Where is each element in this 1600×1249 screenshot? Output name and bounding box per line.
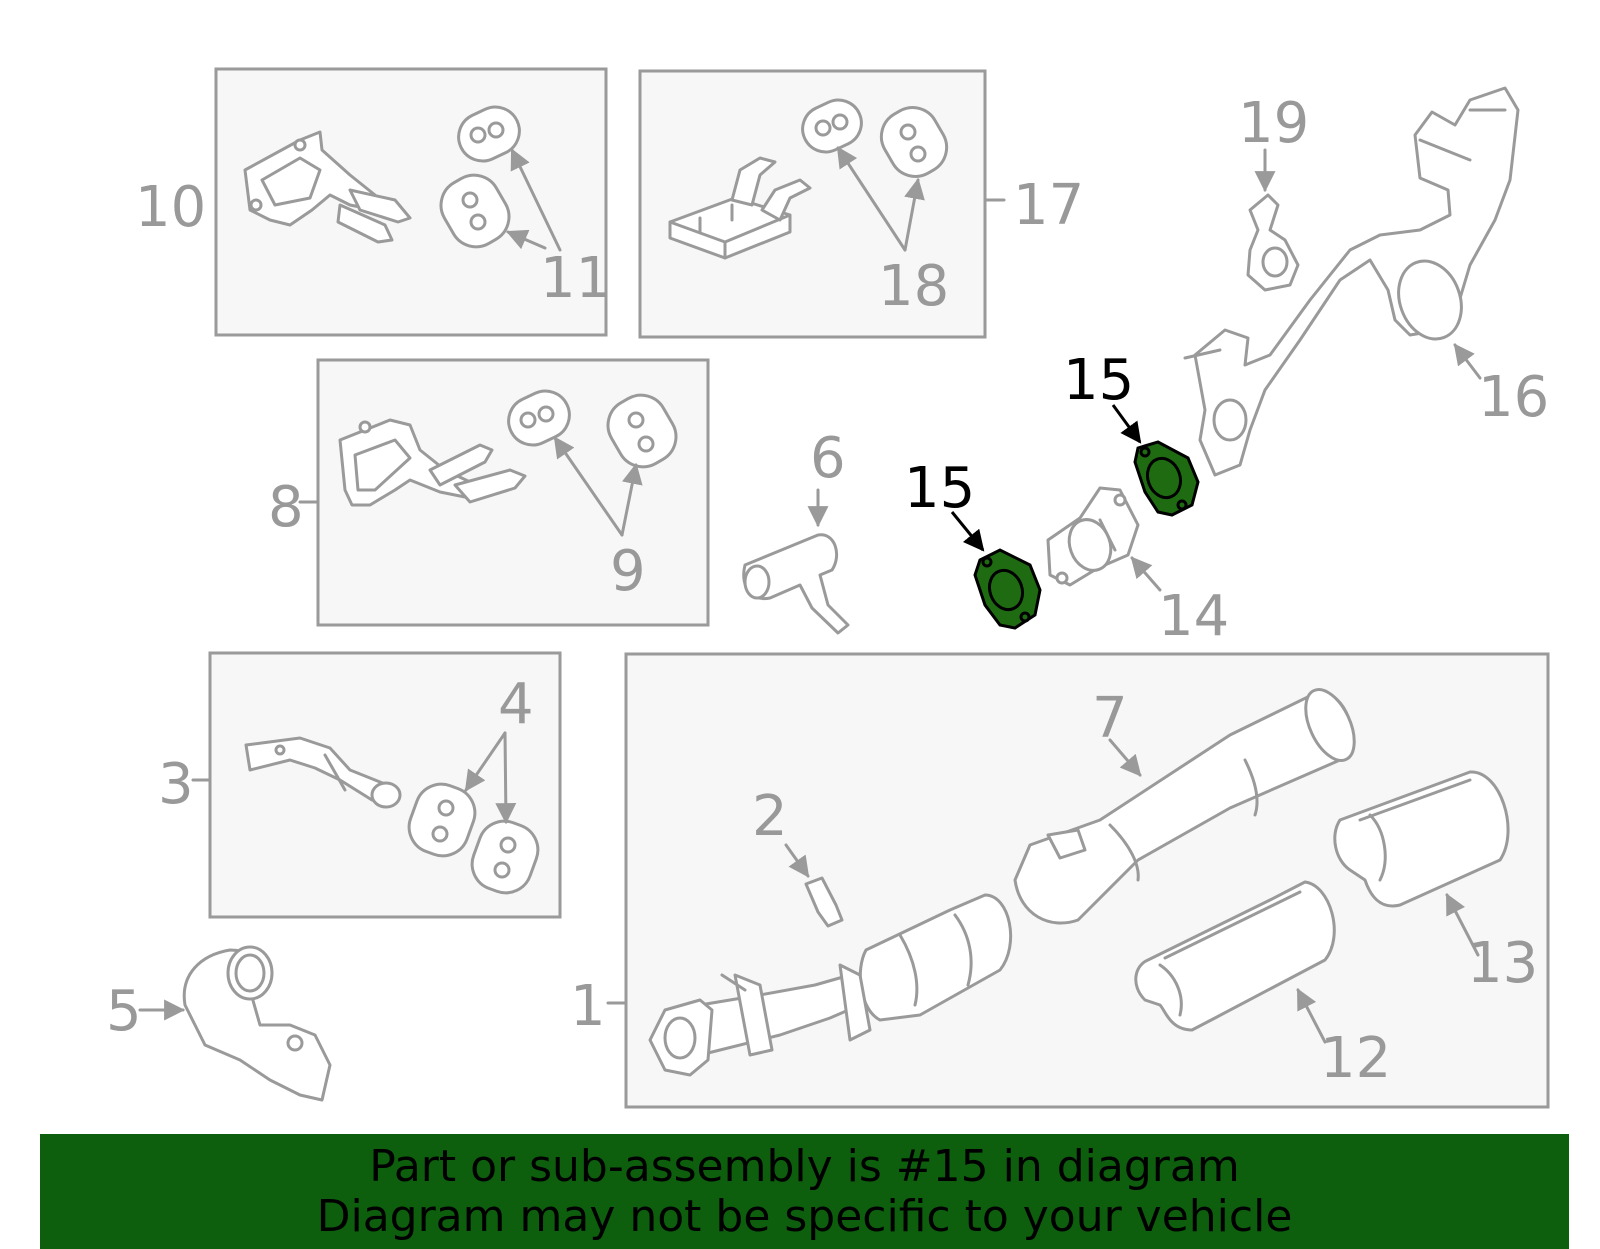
pipe-6 (742, 488, 850, 635)
callout-19: 19 (1238, 91, 1309, 156)
catalytic-converter-pipe (606, 893, 1013, 1077)
hanger-bracket-3 (244, 736, 402, 809)
insulator-9-a (507, 389, 571, 447)
banner-line-2: Diagram may not be specific to your vehi… (316, 1191, 1293, 1242)
callout-11: 11 (540, 246, 611, 311)
insulator-18-a (801, 98, 863, 154)
info-banner: Part or sub-assembly is #15 in diagram D… (40, 1134, 1569, 1249)
gasket-15-b[interactable] (1111, 404, 1200, 517)
insulator-18-b (879, 106, 949, 178)
hanger-bracket-10 (243, 130, 412, 244)
insulator-11-a (457, 105, 521, 163)
insulator-11-b (439, 173, 511, 249)
hanger-bracket-8 (338, 418, 527, 507)
callout-14: 14 (1158, 584, 1229, 649)
group-box-3-4 (191, 651, 562, 919)
flange-14 (1046, 486, 1162, 592)
flex-pipe-5 (138, 945, 332, 1102)
callout-12: 12 (1320, 1026, 1391, 1091)
callout-15-a: 15 (904, 456, 975, 521)
callout-13: 13 (1467, 931, 1538, 996)
callout-17: 17 (1013, 173, 1084, 238)
banner-line-1: Part or sub-assembly is #15 in diagram (369, 1141, 1240, 1192)
callout-18: 18 (878, 254, 949, 319)
callout-9: 9 (610, 539, 646, 604)
callout-15-b: 15 (1063, 348, 1134, 413)
callout-10: 10 (135, 175, 206, 240)
hanger-bracket-17 (668, 156, 812, 260)
insulator-4-b (470, 819, 540, 895)
gasket-15-a[interactable] (950, 511, 1042, 630)
group-box-1 (606, 652, 1550, 1109)
heat-shield-13 (1333, 770, 1510, 957)
muffler-7 (1013, 688, 1356, 925)
callout-8: 8 (268, 475, 304, 540)
callout-1: 1 (570, 974, 606, 1039)
hanger-19 (1246, 148, 1300, 292)
heat-shield-12 (1134, 880, 1336, 1044)
callout-5: 5 (106, 979, 142, 1044)
insulator-9-b (606, 393, 678, 469)
exhaust-pipe-16 (1183, 86, 1520, 477)
callout-6: 6 (810, 426, 846, 491)
insulator-4-a (407, 782, 477, 858)
oxygen-sensor-2 (784, 843, 844, 928)
callout-7: 7 (1092, 686, 1128, 751)
group-box-10-11 (214, 67, 608, 337)
group-box-8-9 (298, 358, 710, 627)
callout-16: 16 (1478, 365, 1549, 430)
callout-4: 4 (498, 672, 534, 737)
group-box-17-18 (638, 69, 1006, 339)
callout-3: 3 (158, 752, 194, 817)
callout-2: 2 (752, 784, 788, 849)
